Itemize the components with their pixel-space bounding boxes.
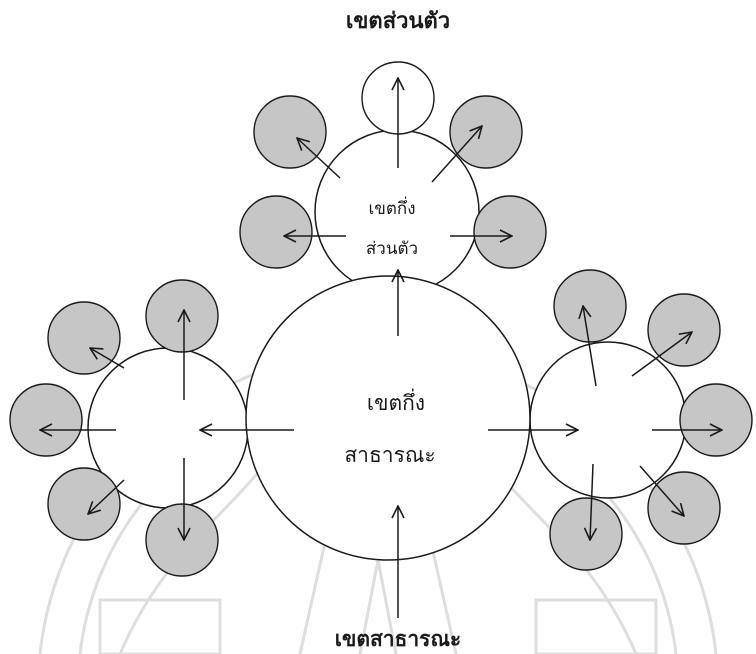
semi-private-zone-label-line1: เขตกึ่ง <box>368 196 415 219</box>
private-zone-label: เขตส่วนตัว <box>346 9 450 34</box>
private-unit-circle <box>240 196 312 268</box>
private-unit-circle <box>48 468 120 540</box>
private-unit-circle <box>450 96 522 168</box>
private-unit-circle <box>146 504 218 576</box>
semi-private-zone-label-line2: ส่วนตัว <box>366 239 418 259</box>
private-unit-circle <box>680 384 752 456</box>
private-unit-circle <box>48 302 120 374</box>
private-unit-circle <box>10 384 82 456</box>
semi-public-zone-label-line1: เขตกึ่ง <box>367 388 425 415</box>
private-unit-circle <box>648 472 720 544</box>
right-cluster-circle <box>530 342 686 498</box>
public-zone-label: เขตสาธารณะ <box>335 627 461 651</box>
private-unit-circle <box>648 294 720 366</box>
semi-public-zone-label-line2: สาธารณะ <box>344 443 435 467</box>
private-unit-circle <box>554 270 626 342</box>
private-unit-circle <box>146 280 218 352</box>
private-unit-circle <box>474 196 546 268</box>
private-unit-circle <box>254 96 326 168</box>
private-unit-circle <box>550 498 622 570</box>
semi-public-zone-circle <box>246 276 530 560</box>
